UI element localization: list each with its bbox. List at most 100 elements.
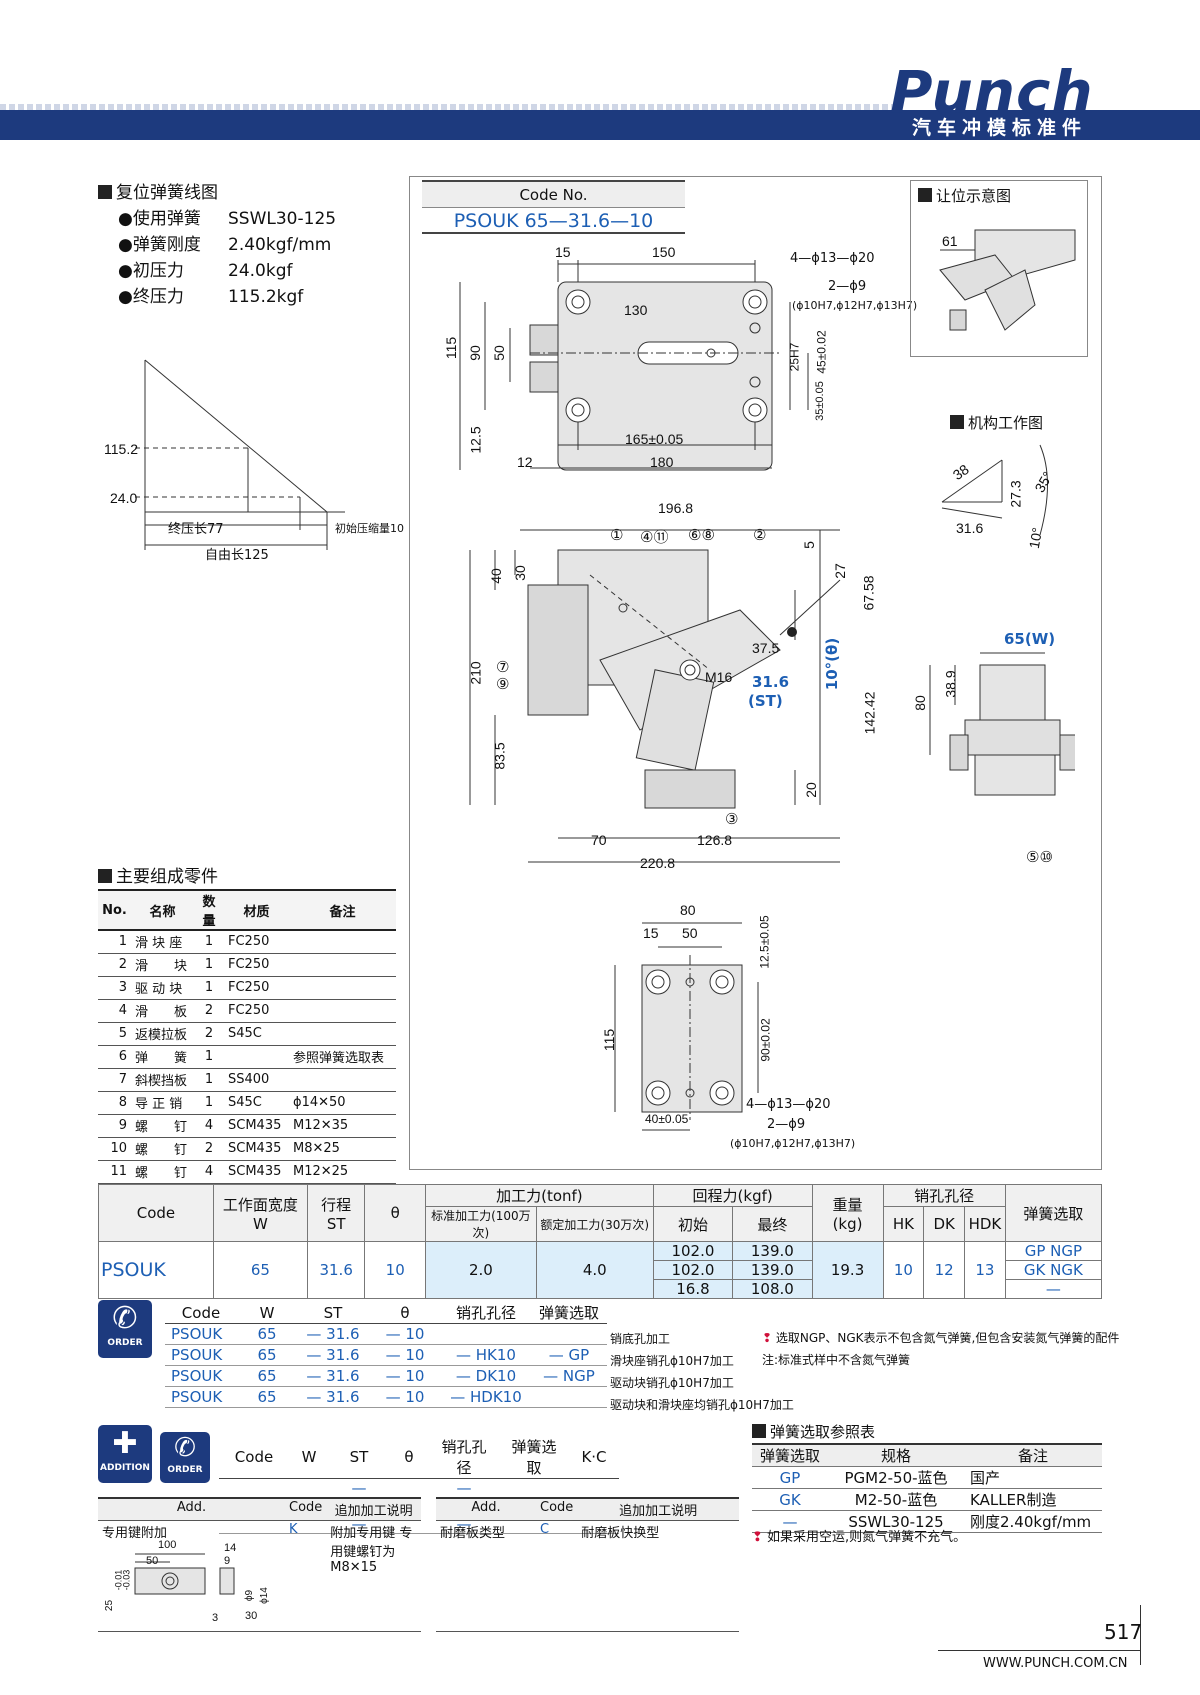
spring-cell: SSWL30-125 [828, 1510, 964, 1533]
add-col-add: Add. [176, 1500, 207, 1515]
parts-cell: 驱 动 块 [131, 976, 194, 1000]
dim-83-5: 83.5 [491, 742, 508, 770]
addition-cell: — K [569, 1478, 619, 1534]
order-col-theta: θ [369, 1302, 441, 1324]
order-cell: — 10 [369, 1365, 441, 1387]
curve-final-compress: 终压长77 [168, 522, 224, 537]
square-bullet-icon [752, 1424, 766, 1438]
order-cell [531, 1323, 607, 1345]
parts-cell: 6 [98, 1045, 131, 1069]
add-right-box [436, 1497, 739, 1632]
order-header-row: Code W ST θ 销孔孔径 弹簧选取 [165, 1302, 607, 1324]
dim-45: 45±0.02 [814, 330, 829, 374]
hole-note-3: (ϕ10H7,ϕ12H7,ϕ13H7) [792, 299, 918, 312]
clearance-diagram [939, 229, 1076, 331]
addition-cell: GP [499, 1478, 569, 1534]
parts-col-name: 名称 [131, 889, 194, 931]
dim-130: 130 [624, 302, 648, 318]
footer-url: WWW.PUNCH.COM.CN [983, 1656, 1128, 1671]
square-bullet-icon [950, 415, 964, 429]
parts-cell: 10 [98, 1137, 131, 1161]
parts-header-row: No. 名称 数量 材质 备注 [98, 889, 396, 931]
footer-divider [1140, 1605, 1141, 1665]
add-left-code: K [289, 1522, 298, 1537]
parts-cell: 1 [194, 1068, 224, 1092]
add-col-code: Code [540, 1500, 574, 1515]
dim-25h7: 25H7 [787, 342, 802, 372]
spec-spring: GK NGK [1004, 1260, 1103, 1280]
dim-20: 20 [802, 782, 819, 798]
dim-12-5: 12.5 [467, 426, 484, 454]
order-cell: 65 [237, 1386, 297, 1408]
spring-table-header: 弹簧选取 规格 备注 [752, 1444, 1102, 1467]
dim-37-5: 37.5 [752, 640, 780, 656]
dim-220-8: 220.8 [640, 855, 676, 871]
order-cell: PSOUK [165, 1386, 237, 1408]
spec-force-b: 4.0 [535, 1241, 654, 1299]
spec-return-a: 16.8 [652, 1279, 734, 1299]
spring-cell: GP [752, 1466, 828, 1489]
clearance-panel [910, 180, 1088, 357]
addition-cell: PSOUK [219, 1478, 289, 1534]
spec-col-force-a: 标准加工力(100万次) [425, 1206, 537, 1242]
add-right-header: Add. Code 追加加工说明 [436, 1499, 739, 1521]
callout-1: ① [610, 526, 624, 544]
parts-cell: 螺 钉 [131, 1137, 194, 1161]
dim-115: 115 [443, 336, 460, 360]
spec-return-b: 108.0 [732, 1279, 813, 1299]
order-col-spring: 弹簧选取 [531, 1302, 607, 1324]
dim-165: 165±0.05 [625, 431, 684, 447]
add-col-desc: 追加加工说明 [334, 1504, 413, 1519]
add-right-desc: 耐磨板快换型 [581, 1526, 660, 1541]
parts-cell: FC250 [224, 976, 289, 1000]
parts-cell: S45C [224, 1022, 289, 1046]
key-dim-14: 14 [224, 1542, 237, 1554]
order-cell: 65 [237, 1344, 297, 1366]
spec-dk: 12 [923, 1241, 966, 1299]
order-col-pin: 销孔孔径 [441, 1302, 531, 1324]
add-col-desc: 追加加工说明 [619, 1504, 698, 1519]
dim-27: 27 [831, 563, 848, 579]
mech-dim-27-3: 27.3 [1007, 480, 1024, 508]
order-cell: — 31.6 [297, 1323, 369, 1345]
dim-67-58: 67.58 [860, 575, 877, 611]
callout-3: ③ [725, 810, 739, 828]
parts-cell: 2 [194, 1137, 224, 1161]
key-dim-25: 25 [104, 1599, 116, 1612]
curve-y-bottom: 24.0 [110, 490, 138, 506]
parts-cell: SCM435 [224, 1137, 289, 1161]
parts-cell: 2 [194, 999, 224, 1023]
side-view-drawing [469, 529, 841, 863]
parts-cell: 1 [194, 1091, 224, 1115]
bottom-hole-note-3: (ϕ10H7,ϕ12H7,ϕ13H7) [730, 1137, 856, 1150]
width-diagram [929, 652, 1075, 796]
order-cell: 65 [237, 1323, 297, 1345]
curve-free-length: 自由长125 [205, 548, 269, 563]
parts-col-qty: 数量 [194, 889, 224, 931]
order-cell: — HDK10 [441, 1386, 531, 1408]
code-no-label: Code No. [422, 180, 685, 208]
addition-cell: — 31.6 — [329, 1478, 389, 1534]
add-col-add: Add. [471, 1500, 501, 1515]
dim-150: 150 [652, 244, 676, 260]
key-dim-100: 100 [158, 1539, 177, 1551]
order-cell [441, 1323, 531, 1345]
spec-col-return-a: 初始 [652, 1206, 734, 1242]
parts-col-note: 备注 [289, 889, 396, 931]
spec-col-force: 加工力(tonf) [425, 1184, 654, 1207]
parts-col-material: 材质 [224, 889, 289, 931]
hole-note-2: 2—ϕ9 [828, 279, 867, 294]
parts-cell: 2 [194, 1022, 224, 1046]
dim-180: 180 [650, 454, 674, 470]
order-cell: — HK10 [441, 1344, 531, 1366]
order-cell: — 10 [369, 1386, 441, 1408]
